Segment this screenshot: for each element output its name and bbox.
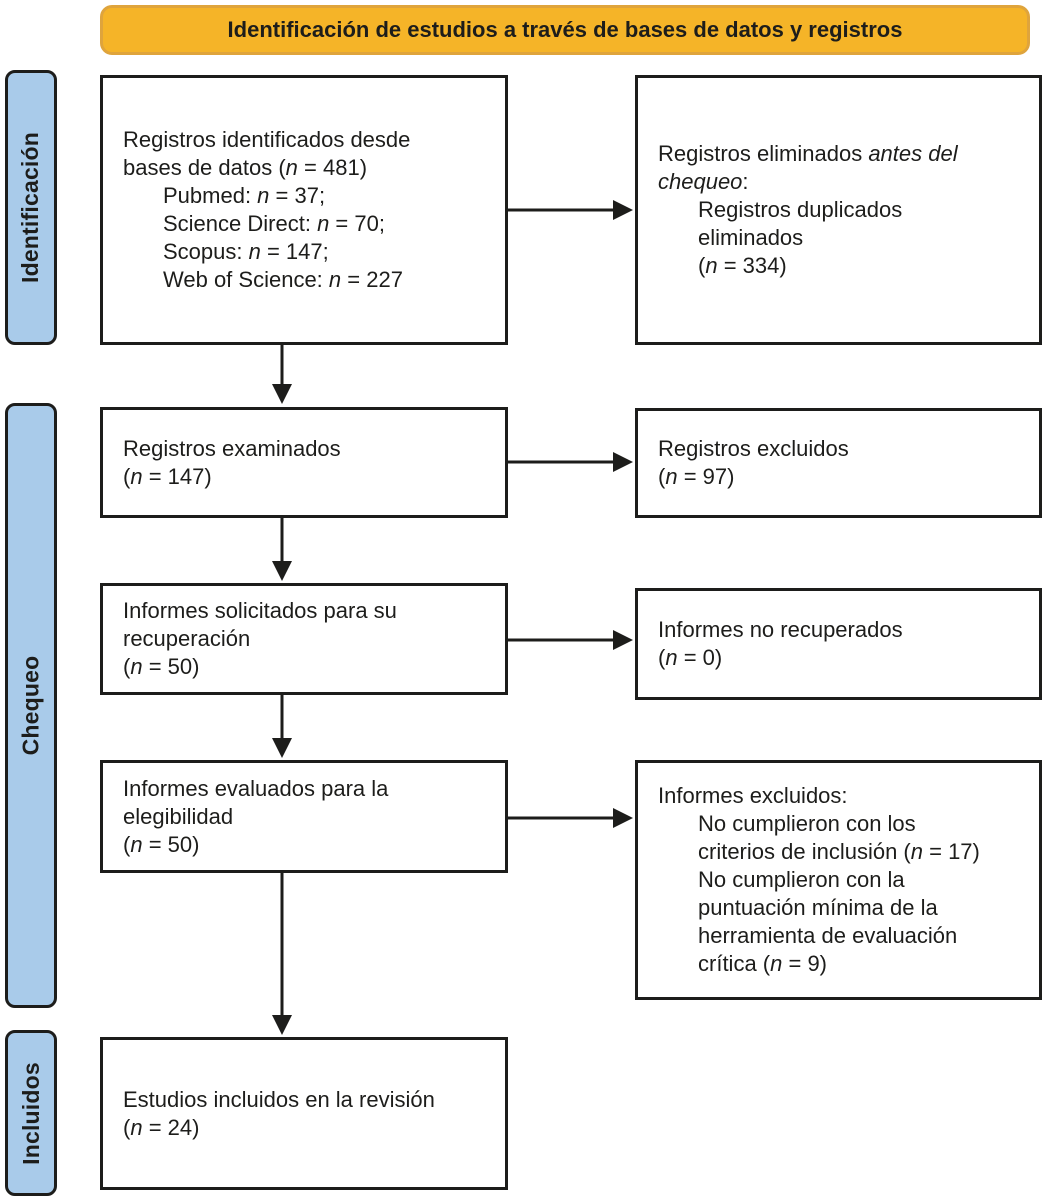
arrow-identified-to-screened <box>272 345 292 404</box>
box-records-screened: Registros examinados(n = 147) <box>100 407 508 518</box>
box-records-excluded: Registros excluidos(n = 97) <box>635 408 1042 518</box>
box-records-screened-text: Registros examinados(n = 147) <box>123 435 341 489</box>
phase-label-chequeo-text: Chequeo <box>17 655 44 756</box>
box-reports-not-retrieved-text: Informes no recuperados(n = 0) <box>658 617 903 670</box>
arrow-screened-to-sought <box>272 518 292 581</box>
box-studies-included: Estudios incluidos en la revisión(n = 24… <box>100 1037 508 1190</box>
phase-label-identificacion-text: Identificación <box>17 131 44 284</box>
arrow-assessed-to-reports-excluded <box>508 808 633 828</box>
phase-label-identificacion: Identificación <box>5 70 57 345</box>
arrow-sought-to-not-retrieved <box>508 630 633 650</box>
arrow-screened-to-excluded <box>508 452 633 472</box>
box-reports-excluded-text: Informes excluidos:No cumplieron con los… <box>658 783 980 976</box>
phase-label-incluidos: Incluidos <box>5 1030 57 1196</box>
arrow-assessed-to-included <box>272 873 292 1035</box>
phase-label-chequeo: Chequeo <box>5 403 57 1008</box>
box-records-excluded-text: Registros excluidos(n = 97) <box>658 436 849 489</box>
box-studies-included-text: Estudios incluidos en la revisión(n = 24… <box>123 1086 435 1140</box>
box-reports-not-retrieved: Informes no recuperados(n = 0) <box>635 588 1042 700</box>
arrow-identified-to-removed <box>508 200 633 220</box>
phase-label-incluidos-text: Incluidos <box>17 1061 44 1165</box>
arrow-sought-to-assessed <box>272 695 292 758</box>
box-reports-excluded: Informes excluidos:No cumplieron con los… <box>635 760 1042 1000</box>
title-banner-label: Identificación de estudios a través de b… <box>227 17 903 42</box>
title-banner: Identificación de estudios a través de b… <box>100 5 1030 55</box>
